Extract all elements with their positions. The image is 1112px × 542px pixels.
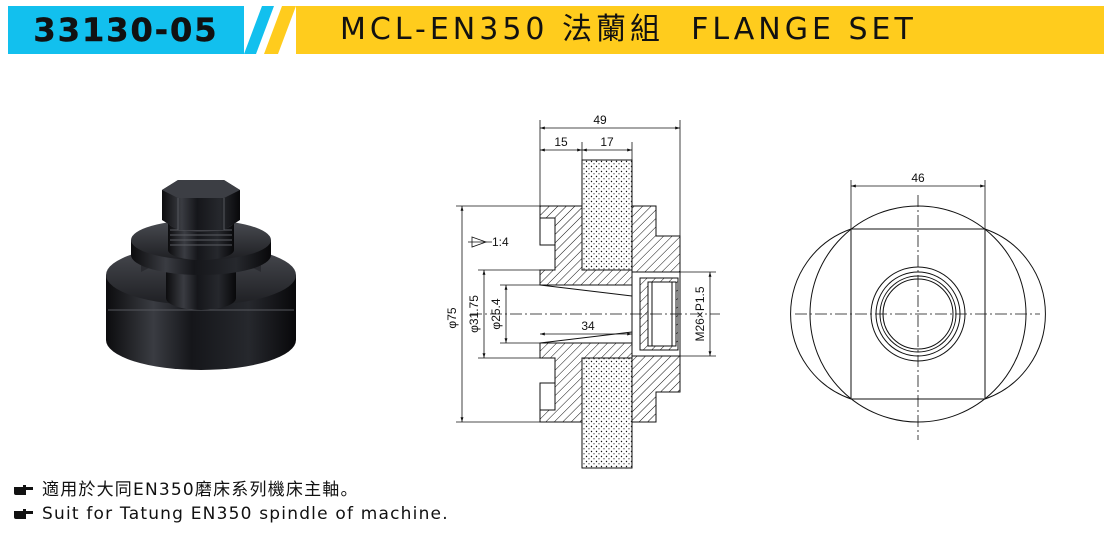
- dim-taper-length: 34: [581, 319, 595, 333]
- dim-wheel-width: 17: [600, 135, 614, 149]
- notes-list: 適用於大同EN350磨床系列機床主軸。 Suit for Tatung EN35…: [12, 478, 449, 526]
- product-code-badge: 33130-05: [8, 6, 244, 54]
- dim-taper: 1:4: [492, 235, 509, 249]
- title-bar: MCL-EN350 法蘭組 FLANGE SET: [296, 6, 1104, 54]
- section-view: [470, 159, 720, 469]
- note-english: Suit for Tatung EN350 spindle of machine…: [12, 502, 449, 526]
- dim-outer-dia: φ75: [445, 307, 459, 328]
- dimension-lines: [456, 120, 716, 423]
- dim-taper-dia: φ25.4: [489, 298, 503, 329]
- dim-thread: M26×P1.5: [693, 286, 707, 341]
- pointing-hand-icon: [14, 509, 33, 519]
- product-photo: [106, 180, 296, 370]
- note-text: 適用於大同EN350磨床系列機床主軸。: [42, 480, 359, 500]
- note-chinese: 適用於大同EN350磨床系列機床主軸。: [12, 478, 449, 502]
- dim-bore-dia: φ31.75: [467, 295, 481, 333]
- page-header: 33130-05 MCL-EN350 法蘭組 FLANGE SET: [0, 0, 1112, 60]
- front-view: [790, 180, 1046, 440]
- header-stripes: [244, 6, 296, 54]
- page-title: MCL-EN350 法蘭組 FLANGE SET: [340, 12, 917, 47]
- dim-flat-width: 46: [911, 171, 925, 185]
- dim-left-step: 15: [554, 135, 568, 149]
- note-text: Suit for Tatung EN350 spindle of machine…: [42, 504, 449, 524]
- dim-overall-length: 49: [593, 113, 607, 127]
- product-code: 33130-05: [33, 11, 219, 50]
- pointing-hand-icon: [14, 485, 33, 495]
